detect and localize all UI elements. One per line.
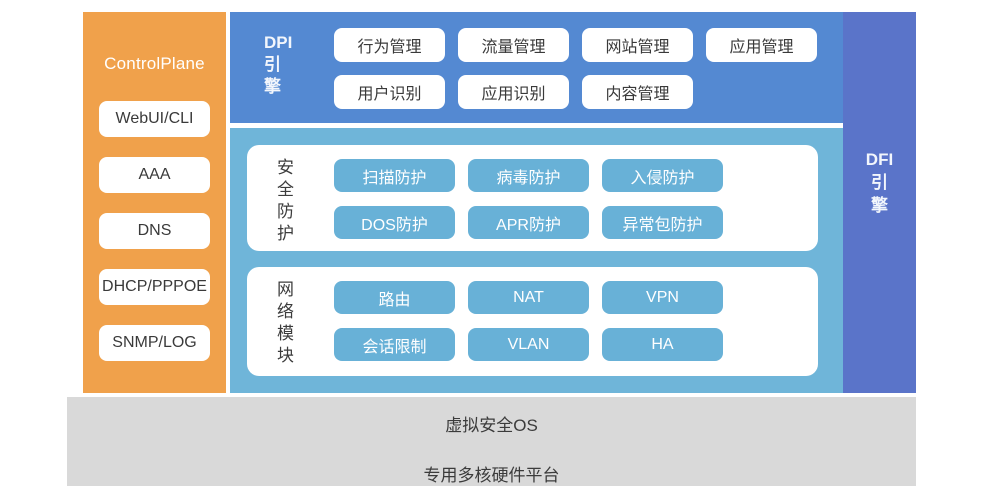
network-row-1: 路由 NAT VPN: [334, 281, 723, 314]
hardware-platform-label: 专用多核硬件平台: [423, 466, 560, 485]
security-protection-blocks: 扫描防护 病毒防护 入侵防护 DOS防护 APR防护 异常包防护: [334, 145, 723, 251]
security-row-1: 扫描防护 病毒防护 入侵防护: [334, 159, 723, 192]
block-dos-protection: DOS防护: [334, 206, 455, 239]
control-plane-panel: ControlPlane WebUI/CLI AAA DNS DHCP/PPPO…: [83, 12, 226, 393]
block-webui-cli: WebUI/CLI: [99, 101, 210, 137]
block-snmp-log: SNMP/LOG: [99, 325, 210, 361]
dfi-engine-label: DFI 引 擎: [865, 150, 894, 215]
block-abnormal-packet-protection: 异常包防护: [602, 206, 723, 239]
dpi-engine-panel: DPI 引 擎 行为管理 流量管理 网站管理 应用管理 用户识别 应用识别 内容…: [230, 12, 843, 123]
block-vlan: VLAN: [468, 328, 589, 361]
security-row-2: DOS防护 APR防护 异常包防护: [334, 206, 723, 239]
block-user-identification: 用户识别: [334, 75, 445, 109]
control-plane-title: ControlPlane: [104, 54, 205, 73]
block-virus-protection: 病毒防护: [468, 159, 589, 192]
block-ha: HA: [602, 328, 723, 361]
block-intrusion-protection: 入侵防护: [602, 159, 723, 192]
block-content-management: 内容管理: [582, 75, 693, 109]
block-aaa: AAA: [99, 157, 210, 193]
dpi-engine-label: DPI 引 擎: [264, 33, 293, 96]
block-behavior-management: 行为管理: [334, 28, 445, 62]
engine-body-panel: 安 全 防 护 扫描防护 病毒防护 入侵防护 DOS防护 APR防护 异常包防护…: [230, 128, 843, 393]
network-module-box: 网 络 模 块 路由 NAT VPN 会话限制 VLAN HA: [247, 267, 818, 376]
dpi-engine-blocks: 行为管理 流量管理 网站管理 应用管理 用户识别 应用识别 内容管理: [334, 12, 817, 123]
block-nat: NAT: [468, 281, 589, 314]
security-protection-box: 安 全 防 护 扫描防护 病毒防护 入侵防护 DOS防护 APR防护 异常包防护: [247, 145, 818, 251]
network-module-label: 网 络 模 块: [277, 280, 294, 365]
dpi-row-1: 行为管理 流量管理 网站管理 应用管理: [334, 28, 817, 62]
block-application-identification: 应用识别: [458, 75, 569, 109]
block-dns: DNS: [99, 213, 210, 249]
block-traffic-management: 流量管理: [458, 28, 569, 62]
platform-bar: 虚拟安全OS 专用多核硬件平台: [67, 397, 916, 486]
dpi-row-2: 用户识别 应用识别 内容管理: [334, 75, 817, 109]
block-vpn: VPN: [602, 281, 723, 314]
block-website-management: 网站管理: [582, 28, 693, 62]
control-plane-blocks: WebUI/CLI AAA DNS DHCP/PPPOE SNMP/LOG: [83, 101, 226, 361]
network-module-blocks: 路由 NAT VPN 会话限制 VLAN HA: [334, 267, 723, 376]
block-application-management: 应用管理: [706, 28, 817, 62]
block-dhcp-pppoe: DHCP/PPPOE: [99, 269, 210, 305]
block-scan-protection: 扫描防护: [334, 159, 455, 192]
network-row-2: 会话限制 VLAN HA: [334, 328, 723, 361]
block-routing: 路由: [334, 281, 455, 314]
block-apr-protection: APR防护: [468, 206, 589, 239]
virtual-security-os-label: 虚拟安全OS: [445, 416, 538, 435]
block-session-limit: 会话限制: [334, 328, 455, 361]
security-protection-label: 安 全 防 护: [277, 158, 294, 243]
dfi-engine-panel: DFI 引 擎: [843, 12, 916, 393]
